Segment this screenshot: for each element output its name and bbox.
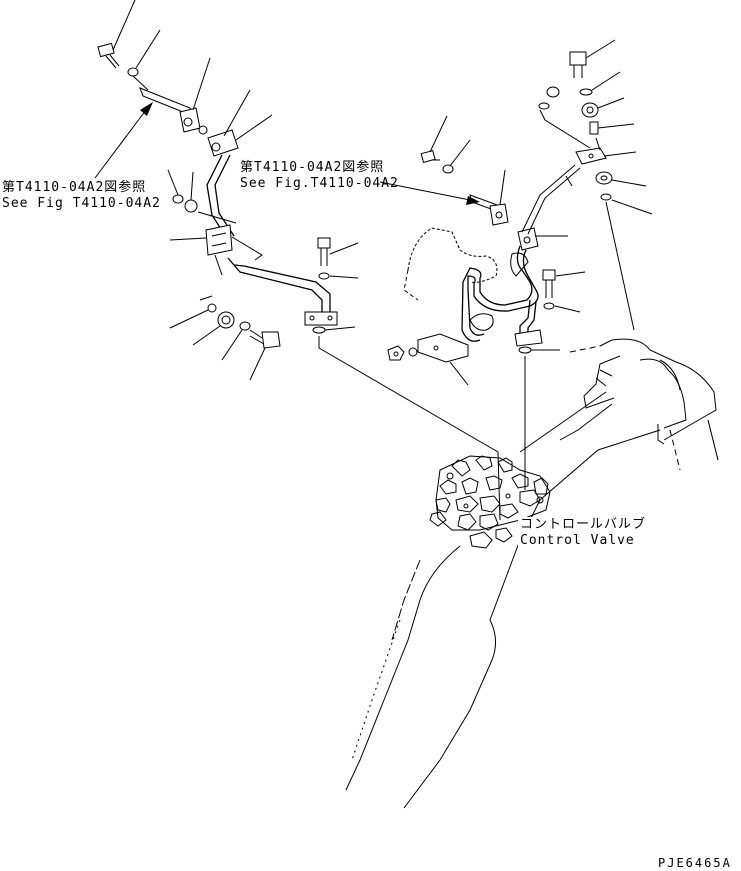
see-fig-callout-right: 第T4110-04A2図参照 See Fig.T4110-04A2 — [240, 160, 399, 192]
control-valve-label: コントロールバルブ Control Valve — [518, 517, 647, 549]
o-ring-icon — [518, 346, 532, 354]
left-pipe-assembly — [94, 0, 501, 521]
washer-icon — [239, 321, 251, 331]
washer-icon — [442, 164, 454, 174]
see-fig-callout-left-jp: 第T4110-04A2図参照 — [2, 180, 147, 195]
spacer-icon — [595, 171, 613, 185]
control-valve-label-en: Control Valve — [520, 533, 635, 548]
right-pipe-assembly — [379, 39, 653, 490]
see-fig-callout-right-en: See Fig.T4110-04A2 — [240, 176, 399, 191]
washer-icon — [538, 102, 550, 110]
bolt-icon — [569, 51, 587, 78]
washer-icon — [172, 194, 184, 204]
nut-icon — [207, 303, 217, 313]
washer-icon — [579, 88, 593, 96]
flange-icon — [304, 311, 338, 326]
bolt-icon — [249, 329, 281, 349]
nut-icon — [546, 86, 560, 98]
spacer-icon — [217, 311, 235, 329]
o-ring-icon — [312, 326, 326, 334]
control-valve-label-jp: コントロールバルブ — [520, 517, 647, 532]
nut-icon — [387, 345, 405, 361]
see-fig-callout-right-jp: 第T4110-04A2図参照 — [240, 160, 385, 175]
flange-icon — [514, 329, 543, 347]
clamp-icon — [179, 107, 201, 133]
see-fig-callout-left-en: See Fig T4110-04A2 — [2, 196, 161, 211]
washer-icon — [318, 272, 330, 280]
nut-icon — [184, 199, 198, 213]
control-valve-icon — [429, 455, 551, 549]
washer-icon — [408, 347, 418, 357]
pipe-clamp-icon — [517, 227, 539, 251]
pipe-clamp-icon — [207, 129, 239, 157]
pipe-block-icon — [205, 224, 233, 256]
spacer-icon — [581, 102, 599, 118]
washer-icon — [127, 67, 139, 77]
bolt-icon — [542, 269, 556, 298]
washer-icon — [600, 193, 612, 201]
drawing-code: PJE6465A — [658, 856, 732, 870]
see-fig-callout-left: 第T4110-04A2図参照 See Fig T4110-04A2 — [2, 180, 161, 212]
bolt-icon — [97, 42, 120, 69]
l-bracket-icon — [417, 333, 469, 363]
washer-icon — [198, 125, 208, 135]
bolt-icon — [420, 149, 440, 163]
clamp-icon — [489, 203, 509, 226]
bracket-icon — [575, 147, 607, 165]
pin-icon — [589, 121, 599, 135]
bolt-icon — [317, 237, 331, 266]
washer-icon — [543, 302, 555, 310]
